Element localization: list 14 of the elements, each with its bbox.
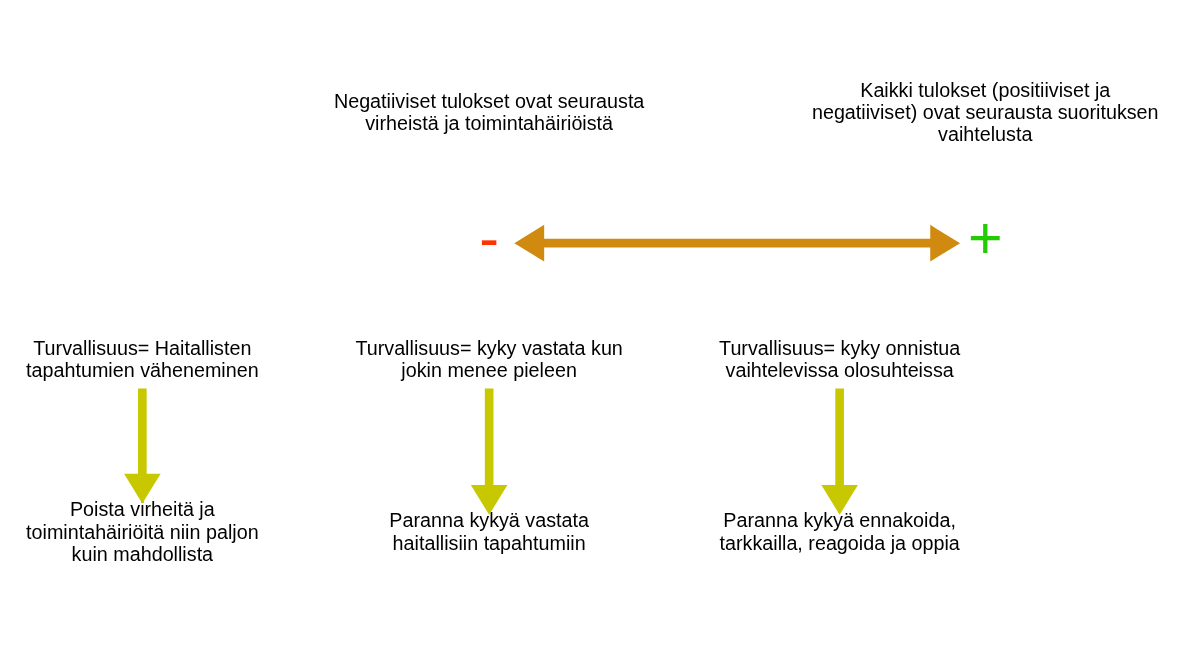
node-text: Turvallisuus= Haitallisten tapahtumien väheneminen bbox=[26, 336, 259, 381]
node-text: Turvallisuus= kyky onnistua vaihtelevissa olosuhteissa bbox=[719, 336, 961, 381]
arrow bbox=[514, 224, 961, 262]
arrow bbox=[124, 388, 161, 504]
arrow bbox=[821, 388, 858, 515]
arrow bbox=[470, 388, 508, 515]
node-text: Turvallisuus= kyky vastata kun jokin menee pieleen bbox=[355, 336, 623, 381]
label: Kaikki tulokset (positiiviset ja negatiiviset) ovat seurausta suorituksen vaihtelusta bbox=[811, 78, 1159, 146]
node-text: + bbox=[967, 203, 1003, 271]
label: Negatiiviset tulokset ovat seurausta virheistä ja toimintahäiriöistä bbox=[333, 89, 645, 134]
node-text: - bbox=[479, 203, 500, 271]
node-text: Poista virheitä ja toimintahäiriöitä niin paljon kuin mahdollista bbox=[26, 498, 259, 565]
node-text: Paranna kykyä vastata haitallisiin tapahtumiin bbox=[389, 509, 589, 554]
node-text: Paranna kykyä ennakoida, tarkkailla, reagoida ja oppia bbox=[719, 509, 960, 554]
